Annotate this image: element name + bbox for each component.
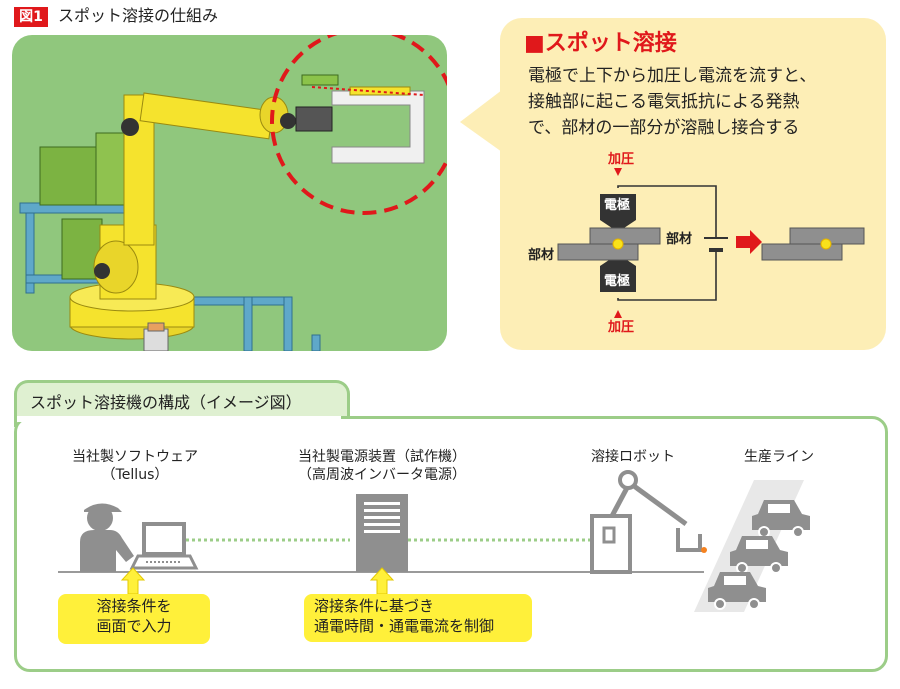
config-tab-label: スポット溶接機の構成（イメージ図） <box>30 393 302 412</box>
note-power: 溶接条件に基づき 通電時間・通電電流を制御 <box>304 594 532 642</box>
material-lower <box>557 243 639 261</box>
operator-icon <box>80 503 134 572</box>
power-caption: 当社製電源装置（試作機） （高周波インバータ電源） <box>272 448 492 484</box>
welding-robot-icon <box>590 470 707 574</box>
car-icon <box>708 572 766 610</box>
top-electrode <box>600 194 636 228</box>
pressure-arrow-top <box>614 168 622 176</box>
info-line-1: 電極で上下から加圧し電流を流すと、 <box>528 66 817 86</box>
power-supply-icon <box>356 494 408 572</box>
electrode-label-bottom: 電極 <box>604 274 631 289</box>
software-name: 当社製ソフトウェア <box>72 449 198 465</box>
material-label-right: 部材 <box>666 232 693 247</box>
line-caption: 生産ライン <box>744 449 814 465</box>
spot-weld-schematic <box>557 168 865 318</box>
pressure-arrow-bottom <box>614 310 622 318</box>
info-title: ■スポット溶接 <box>524 31 677 56</box>
callout-pointer <box>460 90 502 152</box>
highlight-circle <box>270 35 447 215</box>
robot-caption: 溶接ロボット <box>591 449 675 465</box>
car-icon <box>752 500 810 538</box>
electrode-label-top: 電極 <box>604 198 631 213</box>
robot-illustration <box>19 35 447 351</box>
figure-badge: 図1 <box>14 7 48 27</box>
note-software-line-2: 画面で入力 <box>96 617 172 635</box>
note-power-line-2: 通電時間・通電電流を制御 <box>314 617 495 635</box>
note-power-line-1: 溶接条件に基づき <box>314 597 435 615</box>
note-software: 溶接条件を 画面で入力 <box>58 594 210 644</box>
car-icon <box>730 536 788 574</box>
laptop-icon <box>129 522 199 570</box>
power-sub: （高周波インバータ電源） <box>298 467 466 483</box>
result-arrow <box>736 230 762 254</box>
material-upper <box>589 227 661 245</box>
power-name: 当社製電源装置（試作機） <box>298 449 466 465</box>
circuit-wire-top <box>617 185 717 238</box>
circuit-wire-bottom <box>617 250 717 301</box>
software-caption: 当社製ソフトウェア （Tellus） <box>40 448 230 484</box>
info-callout <box>500 18 886 350</box>
robot-scene <box>12 35 447 351</box>
figure-title: スポット溶接の仕組み <box>58 6 219 25</box>
note-arrow-power <box>369 567 395 595</box>
weld-nugget <box>612 238 624 250</box>
note-software-line-1: 溶接条件を <box>96 597 172 615</box>
material-label-left: 部材 <box>528 248 555 263</box>
note-arrow-software <box>120 567 146 595</box>
pressure-label-bottom: 加圧 <box>608 320 635 335</box>
welding-gun <box>295 74 425 164</box>
system-illustration <box>58 470 810 612</box>
info-line-3: で、部材の一部分が溶融し接合する <box>528 118 800 138</box>
result-material-lower <box>761 243 843 261</box>
info-line-2: 接触部に起こる電気抵抗による発熱 <box>528 92 800 112</box>
software-sub: （Tellus） <box>101 467 169 483</box>
pressure-label-top: 加圧 <box>608 152 635 167</box>
result-weld-nugget <box>820 238 832 250</box>
bottom-electrode <box>600 258 636 292</box>
